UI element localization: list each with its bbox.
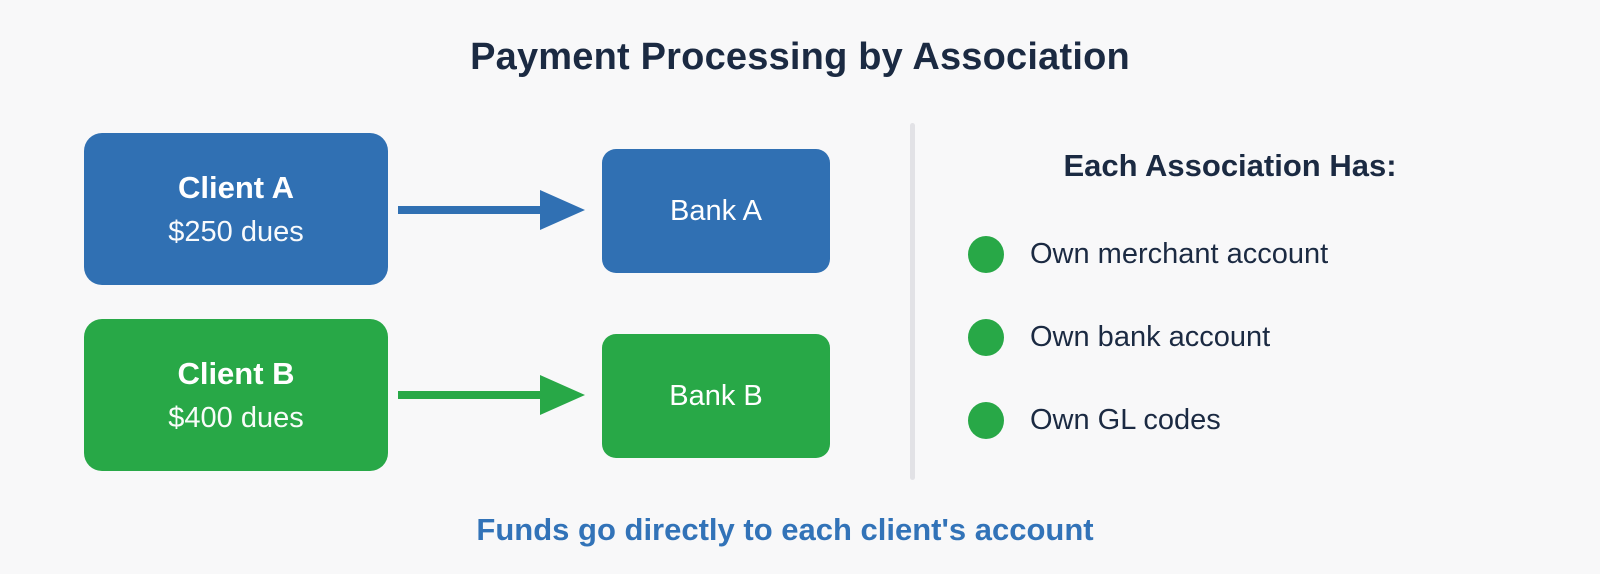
client-b-label: Client B	[177, 355, 295, 391]
green-dot-icon	[968, 236, 1004, 273]
bank-b-box: Bank B	[602, 334, 830, 458]
list-item-label: Own bank account	[1030, 321, 1271, 353]
list-item-label: Own GL codes	[1030, 404, 1221, 436]
list-item: Own bank account	[930, 319, 1530, 356]
list-item-label: Own merchant account	[1030, 238, 1329, 270]
arrow-right-icon	[398, 190, 585, 230]
page-title: Payment Processing by Association	[470, 36, 1130, 78]
bank-a-label: Bank A	[670, 194, 762, 227]
client-b-dues: $400 dues	[168, 401, 304, 434]
association-features-panel: Each Association Has: Own merchant accou…	[930, 148, 1530, 439]
bank-a-box: Bank A	[602, 149, 830, 273]
arrow-right-icon	[398, 375, 585, 415]
green-dot-icon	[968, 402, 1004, 439]
green-dot-icon	[968, 319, 1004, 356]
panel-heading: Each Association Has:	[1063, 148, 1397, 183]
client-b-box: Client B $400 dues	[84, 319, 388, 471]
client-a-label: Client A	[178, 169, 294, 205]
vertical-divider	[910, 123, 915, 480]
bank-b-label: Bank B	[669, 379, 763, 412]
list-item: Own GL codes	[930, 402, 1530, 439]
footer-note: Funds go directly to each client's accou…	[476, 512, 1094, 547]
list-item: Own merchant account	[930, 236, 1530, 273]
client-a-dues: $250 dues	[168, 215, 304, 248]
feature-list: Own merchant account Own bank account Ow…	[930, 236, 1530, 439]
client-a-box: Client A $250 dues	[84, 133, 388, 285]
